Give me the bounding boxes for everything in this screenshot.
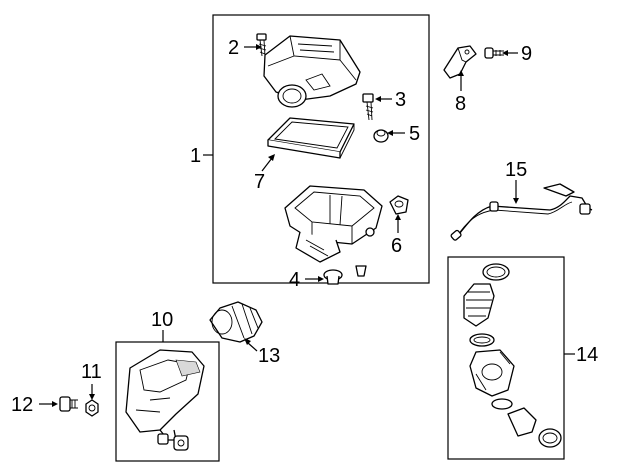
callout-1: 1 bbox=[190, 145, 201, 167]
callout-9: 9 bbox=[521, 43, 532, 65]
outlet-duct-group-box bbox=[447, 256, 565, 460]
bolt-3-icon bbox=[362, 93, 374, 121]
callout-2: 2 bbox=[228, 37, 239, 59]
air-flow-sensor-8-icon bbox=[443, 45, 477, 79]
callout-5: 5 bbox=[409, 123, 420, 145]
outlet-duct-14-icon bbox=[463, 263, 562, 448]
air-cleaner-lower-box-icon bbox=[284, 185, 383, 263]
callout-4: 4 bbox=[289, 269, 300, 291]
resonator-10-icon bbox=[125, 349, 205, 451]
callout-11: 11 bbox=[81, 361, 102, 383]
leader-lines bbox=[39, 44, 575, 407]
callout-10: 10 bbox=[151, 309, 173, 331]
breather-tube-15-icon bbox=[450, 183, 593, 241]
screw-2-icon bbox=[256, 33, 267, 57]
callout-8: 8 bbox=[455, 93, 466, 115]
callout-14: 14 bbox=[576, 344, 598, 366]
callout-3: 3 bbox=[395, 89, 406, 111]
air-cleaner-upper-cover-icon bbox=[263, 35, 361, 108]
grommet-4-icon bbox=[323, 265, 367, 285]
callout-12: 12 bbox=[11, 394, 33, 416]
air-filter-element-icon bbox=[267, 117, 355, 159]
intake-duct-13-icon bbox=[209, 301, 263, 343]
nut-11-icon bbox=[85, 399, 99, 417]
insulator-5-icon bbox=[373, 129, 389, 143]
bolt-12-icon bbox=[59, 396, 78, 412]
callout-7: 7 bbox=[254, 171, 265, 193]
resonator-group-box bbox=[115, 341, 220, 462]
screw-9-icon bbox=[484, 47, 504, 59]
callout-6: 6 bbox=[391, 235, 402, 257]
callout-15: 15 bbox=[505, 159, 527, 181]
callout-13: 13 bbox=[258, 345, 280, 367]
air-cleaner-group-box bbox=[212, 14, 430, 284]
insulator-6-icon bbox=[389, 195, 409, 215]
